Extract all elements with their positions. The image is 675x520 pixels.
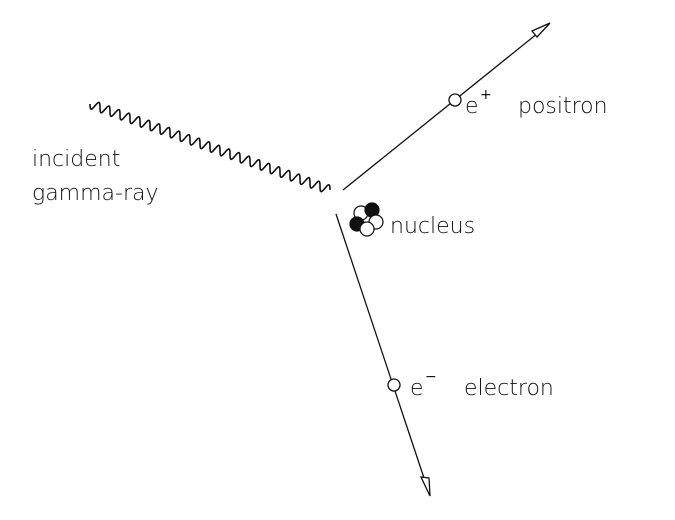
positron-track xyxy=(342,24,549,191)
gamma-label-line2: gamma-ray xyxy=(32,181,159,206)
electron-symbol: e xyxy=(410,376,424,401)
electron-charge: − xyxy=(425,369,437,385)
positron-arrowhead xyxy=(530,22,551,38)
positron-charge: + xyxy=(480,87,492,103)
gamma-ray-wave xyxy=(89,101,331,193)
positron-symbol: e xyxy=(465,94,479,119)
electron-arrowhead xyxy=(419,476,431,497)
positron-label: positron xyxy=(518,94,608,119)
electron-label: electron xyxy=(464,376,554,401)
positron-particle xyxy=(448,93,462,107)
electron-particle xyxy=(387,378,401,392)
nucleus-label: nucleus xyxy=(390,214,475,239)
gamma-label-line1: incident xyxy=(32,147,120,172)
nucleus-icon xyxy=(349,202,384,237)
electron-track xyxy=(335,213,430,494)
